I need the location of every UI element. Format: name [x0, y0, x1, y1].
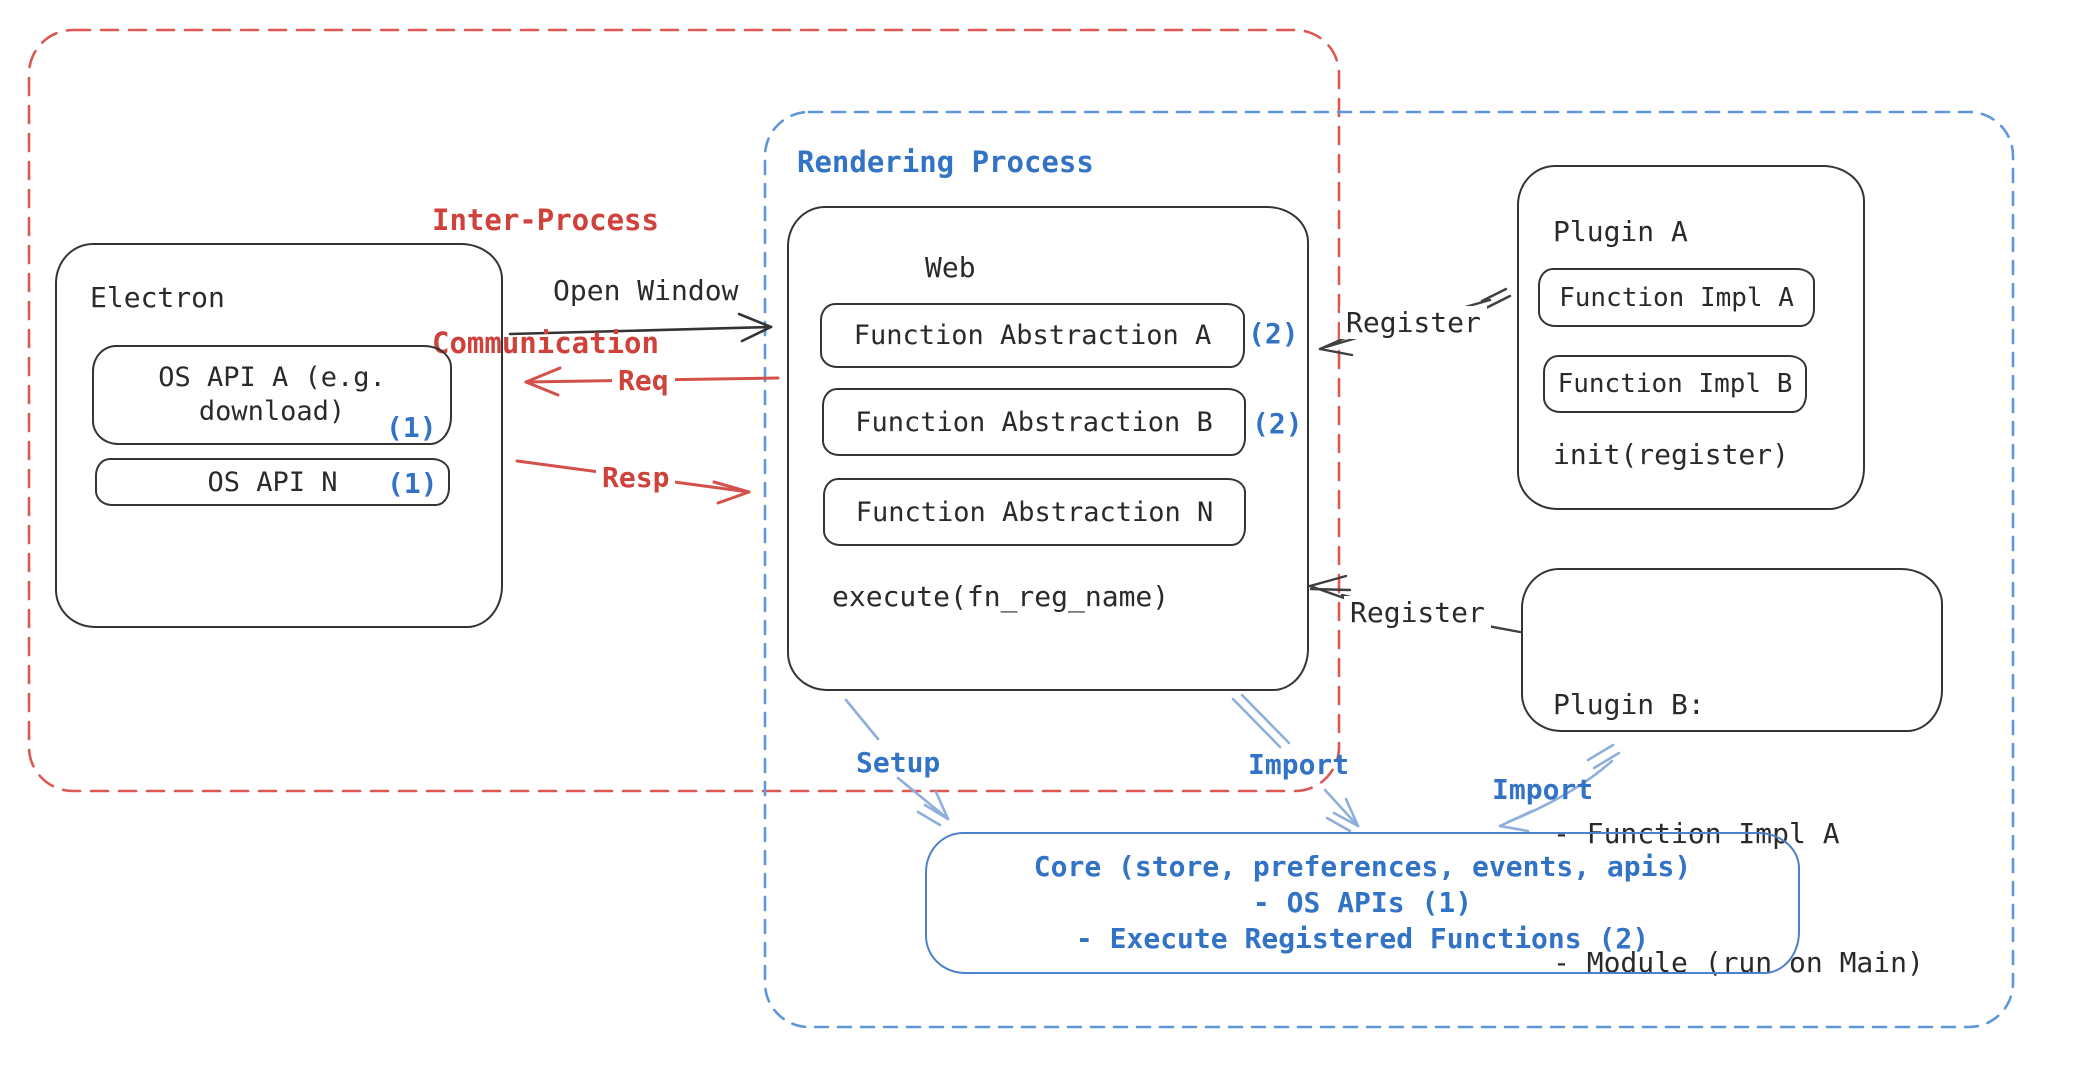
setup-label: Setup [856, 746, 941, 779]
core-line2: - OS APIs (1) [1252, 886, 1473, 919]
os-api-a-badge: (1) [386, 411, 437, 444]
web-title: Web [925, 251, 976, 284]
open-window-label: Open Window [553, 274, 739, 307]
import-arrow-web [1231, 693, 1360, 833]
function-abstraction-b-box: Function Abstraction B [822, 388, 1246, 456]
plugin-b-box [1521, 568, 1943, 732]
plugin-b-item-module: - Module (run on Main) [1553, 946, 1924, 979]
electron-box [55, 243, 503, 628]
register-label-bottom: Register [1344, 596, 1491, 629]
os-api-n-label: OS API N [207, 466, 338, 498]
plugin-b-title: Plugin B: [1553, 688, 1705, 721]
core-line3: - Execute Registered Functions (2) [1075, 922, 1650, 955]
core-content: Core (store, preferences, events, apis) … [1034, 849, 1691, 957]
import-label-web: Import [1248, 748, 1350, 781]
web-box [787, 206, 1309, 691]
ipc-title-line1: Inter-Process [432, 203, 659, 237]
os-api-a-box: OS API A (e.g. download) [92, 345, 452, 445]
open-window-arrow [508, 312, 773, 343]
execute-label: execute(fn_reg_name) [832, 580, 1170, 613]
ipc-region-title: Inter-Process Communication [432, 118, 659, 446]
plugin-b-content: Plugin B: - Function Impl A - Module (ru… [1553, 597, 1924, 1066]
plugin-a-box [1517, 165, 1865, 510]
function-abstraction-b-badge: (2) [1252, 407, 1303, 440]
plugin-a-title: Plugin A [1553, 215, 1688, 248]
os-api-a-line2: download) [198, 396, 346, 427]
register-label-top: Register [1340, 306, 1487, 339]
function-abstraction-a-label: Function Abstraction A [853, 320, 1212, 351]
rendering-region-title: Rendering Process [797, 145, 1094, 179]
os-api-a-label: OS API A (e.g. download) [158, 361, 386, 429]
function-abstraction-n-box: Function Abstraction N [823, 478, 1246, 546]
function-abstraction-n-label: Function Abstraction N [855, 496, 1214, 528]
req-label: Req [612, 364, 675, 397]
function-abstraction-a-badge: (2) [1248, 317, 1299, 350]
ipc-region-border [27, 28, 1341, 793]
function-impl-a-box: Function Impl A [1538, 268, 1815, 327]
rendering-region-border [763, 110, 2015, 1029]
setup-arrow [844, 698, 950, 827]
function-abstraction-a-box: Function Abstraction A [820, 303, 1245, 368]
function-impl-a-label: Function Impl A [1559, 282, 1794, 313]
resp-label: Resp [596, 461, 676, 494]
os-api-n-badge: (1) [387, 467, 438, 500]
os-api-n-box: OS API N [95, 458, 450, 506]
function-impl-b-label: Function Impl B [1557, 369, 1793, 399]
function-impl-b-box: Function Impl B [1543, 355, 1807, 413]
import-label-plugin-b: Import [1492, 773, 1594, 806]
init-register-label: init(register) [1553, 438, 1790, 471]
core-box: Core (store, preferences, events, apis) … [925, 832, 1800, 974]
os-api-a-line1: OS API A (e.g. [158, 362, 386, 393]
electron-title: Electron [90, 281, 225, 314]
ipc-title-line2: Communication [432, 326, 659, 360]
function-abstraction-b-label: Function Abstraction B [855, 406, 1213, 438]
core-line1: Core (store, preferences, events, apis) [1033, 850, 1692, 883]
import-arrow-plugin-b [1498, 743, 1621, 833]
